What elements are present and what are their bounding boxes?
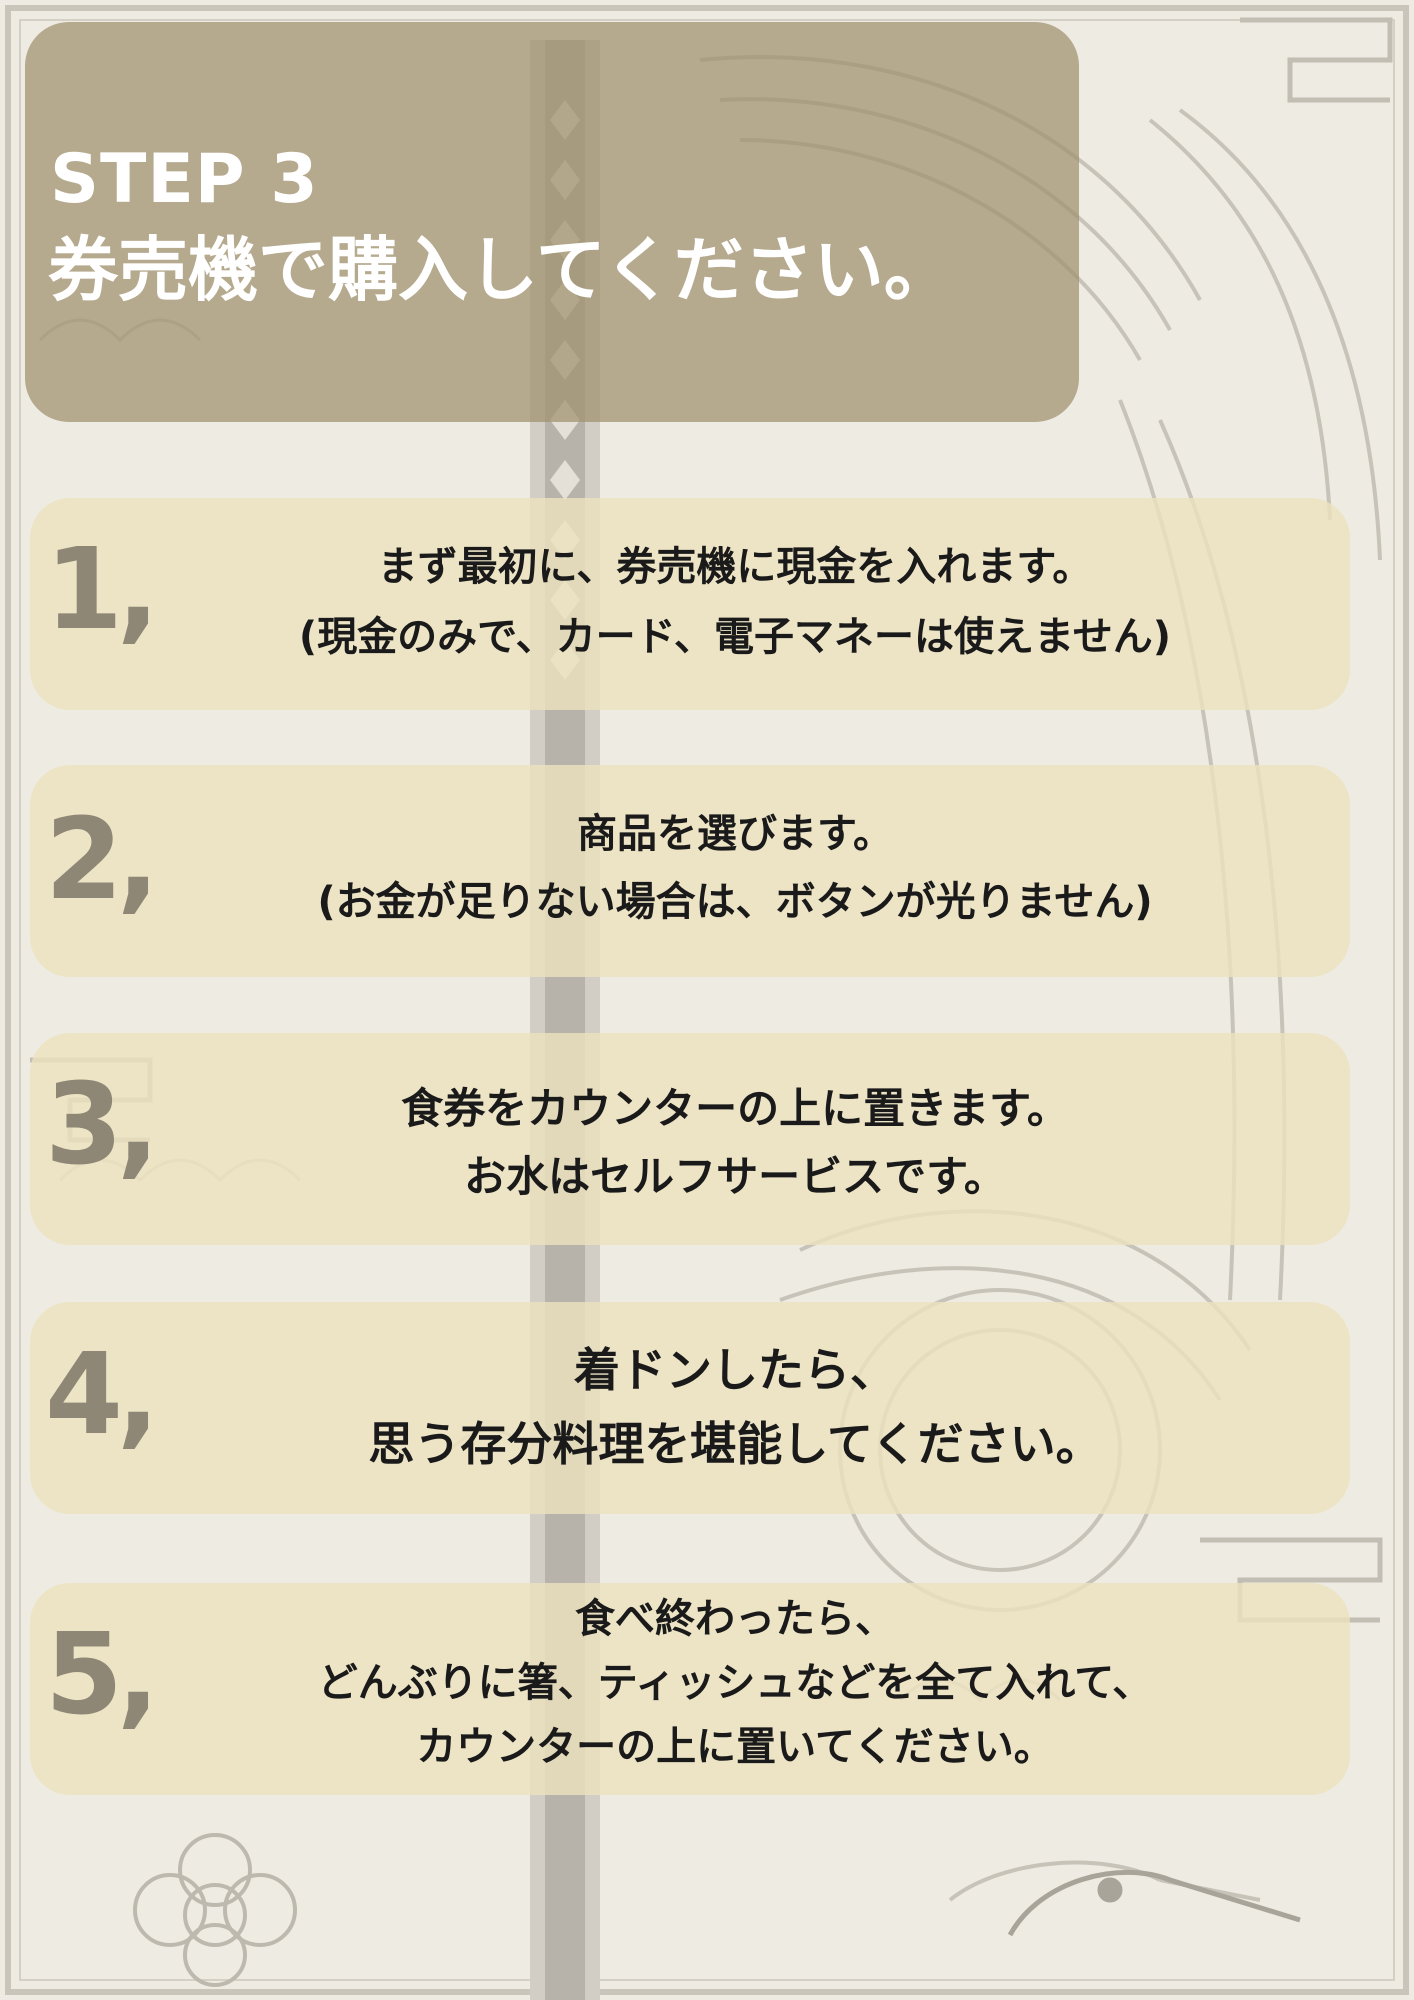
step-card-4: [30, 1302, 1350, 1514]
step-number-2: 2,: [45, 795, 160, 925]
step-card-2: [30, 765, 1350, 977]
step-5-line-3: カウンターの上に置いてください。: [416, 1724, 1054, 1770]
step-5-line-1: 食べ終わったら、: [575, 1596, 895, 1642]
header-panel: [25, 22, 1079, 422]
step-3-line-2: お水はセルフサービスです。: [464, 1152, 1006, 1201]
step-text-4: 着ドンしたら、 思う存分料理を堪能してください。: [170, 1333, 1300, 1481]
step-label: STEP 3: [50, 140, 319, 219]
step-1-line-2: (現金のみで、カード、電子マネーは使えません): [298, 614, 1172, 660]
step-4-line-2: 思う存分料理を堪能してください。: [368, 1417, 1102, 1471]
step-text-2: 商品を選びます。 (お金が足りない場合は、ボタンが光りません): [170, 800, 1300, 936]
page-title: 券売機で購入してください。: [48, 229, 954, 311]
step-1-line-1: まず最初に、券売機に現金を入れます。: [377, 544, 1093, 590]
step-number-3: 3,: [45, 1060, 160, 1190]
step-3-line-1: 食券をカウンターの上に置きます。: [401, 1084, 1069, 1133]
step-card-3: [30, 1033, 1350, 1245]
step-number-4: 4,: [45, 1330, 160, 1460]
step-number-1: 1,: [45, 525, 160, 655]
step-text-5: 食べ終わったら、 どんぶりに箸、ティッシュなどを全て入れて、 カウンターの上に置…: [170, 1587, 1300, 1779]
step-2-line-2: (お金が足りない場合は、ボタンが光りません): [317, 879, 1153, 925]
step-card-5: [30, 1583, 1350, 1795]
step-text-1: まず最初に、券売機に現金を入れます。 (現金のみで、カード、電子マネーは使えませ…: [170, 532, 1300, 672]
step-text-3: 食券をカウンターの上に置きます。 お水はセルフサービスです。: [170, 1075, 1300, 1211]
step-4-line-1: 着ドンしたら、: [574, 1343, 896, 1397]
step-2-line-1: 商品を選びます。: [577, 811, 893, 857]
step-5-line-2: どんぶりに箸、ティッシュなどを全て入れて、: [317, 1660, 1153, 1706]
step-card-1: [30, 498, 1350, 710]
step-number-5: 5,: [45, 1610, 160, 1740]
